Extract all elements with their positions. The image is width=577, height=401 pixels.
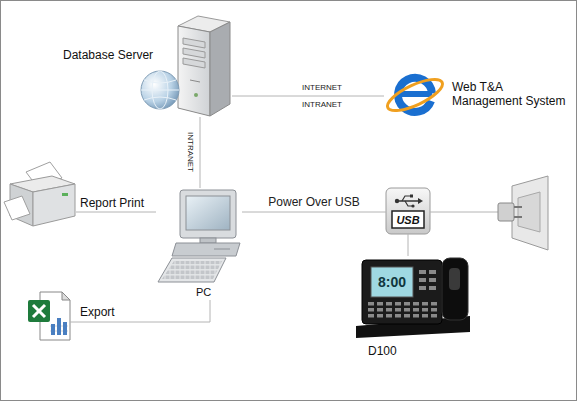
device-node: PC (156, 188, 242, 300)
desktop-pc (158, 190, 240, 282)
device-node: D100 (352, 256, 472, 338)
globe (141, 71, 179, 109)
node-label: Report Print (80, 196, 144, 210)
node-label: Database Server (63, 48, 153, 62)
device-node: USB (386, 188, 430, 234)
connector (70, 300, 210, 322)
edge-label: INTERNET (301, 83, 343, 92)
node-label: USB (393, 213, 423, 227)
edge-label: INTRANET (185, 131, 194, 173)
free-label: INTRANET (301, 100, 343, 109)
usb-box (386, 188, 430, 234)
edge-label: Power Over USB (267, 196, 360, 210)
server-tower (178, 16, 230, 116)
browser-icon (384, 73, 447, 116)
power-wire (430, 212, 498, 213)
device-node: Database Server (140, 15, 232, 117)
node-label: Web T&A Management System (452, 80, 568, 108)
connector (76, 212, 156, 213)
d100-terminal (356, 258, 470, 338)
printer (4, 162, 75, 226)
free-label: 8:00 (377, 274, 407, 290)
connector (200, 117, 201, 188)
device-node: Export (28, 292, 70, 340)
node-label: D100 (368, 344, 397, 358)
device-node: Web T&A Management System (384, 63, 448, 127)
spreadsheet-icon (28, 292, 70, 340)
connector (232, 96, 384, 97)
node-label: Export (80, 305, 115, 319)
connector (408, 234, 409, 256)
wall-plug (498, 176, 548, 250)
device-node: Report Print (6, 158, 76, 226)
node-label: PC (196, 285, 211, 299)
connector (242, 212, 386, 213)
